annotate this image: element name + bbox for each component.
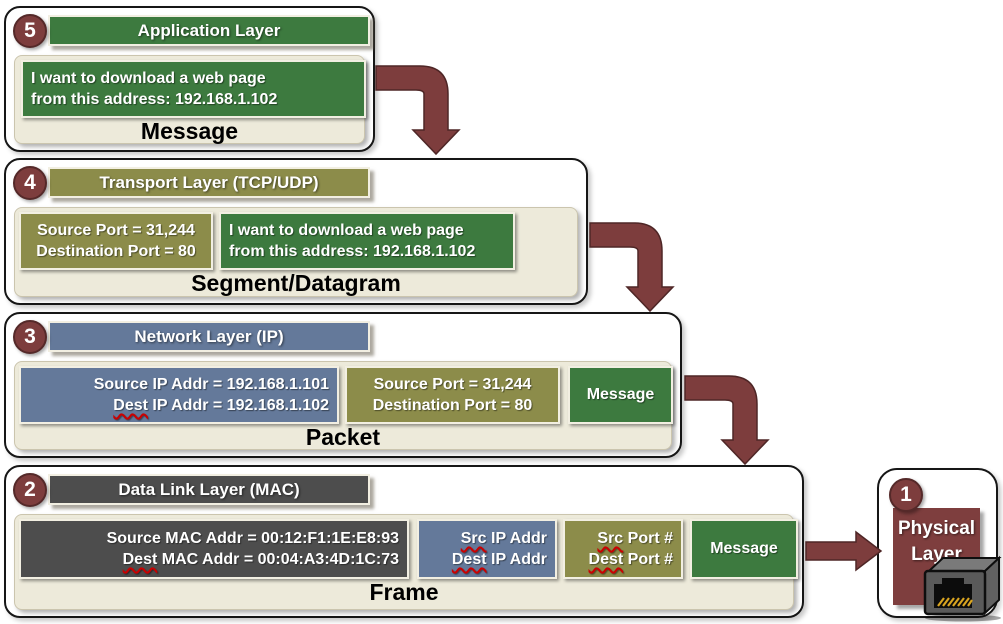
layer-number-badge-2: 2 xyxy=(13,473,47,507)
arrow-network-to-datalink xyxy=(684,375,770,466)
dest-word: Dest xyxy=(588,551,624,568)
physical-layer-box: 1 Physical Layer xyxy=(877,468,1002,622)
arrow-transport-to-network xyxy=(589,222,675,313)
datalink-pdu-row: Source MAC Addr = 00:12:F1:1E:E8:93 Dest… xyxy=(19,519,798,579)
destination-port-line: Destination Port = 80 xyxy=(36,243,196,260)
layer-number-badge-5: 5 xyxy=(13,14,47,48)
pdu-label-packet: Packet xyxy=(305,424,381,450)
message-line-1: I want to download a web page xyxy=(31,69,266,87)
application-layer-box: 5 Application Layer I want to download a… xyxy=(4,6,375,152)
transport-layer-box: 4 Transport Layer (TCP/UDP) Source Port … xyxy=(4,158,588,305)
pdu-label-segment: Segment/Datagram xyxy=(191,270,401,296)
message-line-2: from this address: 192.168.1.102 xyxy=(229,243,476,260)
transport-pdu-row: Source Port = 31,244 Destination Port = … xyxy=(19,212,573,270)
application-pdu-row: I want to download a web page from this … xyxy=(19,60,366,118)
src-word: Src xyxy=(597,529,624,547)
ip-addresses-box: Source IP Addr = 192.168.1.101 Dest IP A… xyxy=(19,366,339,424)
dest-mac-rest: MAC Addr = 00:04:A3:4D:1C:73 xyxy=(157,551,399,568)
network-layer-box: 3 Network Layer (IP) Source IP Addr = 19… xyxy=(4,312,682,458)
network-layer-header: Network Layer (IP) xyxy=(48,321,370,352)
dest-port-line: Dest Port # xyxy=(573,549,673,570)
src-port-line: Src Port # xyxy=(573,528,673,549)
transport-layer-panel: Source Port = 31,244 Destination Port = … xyxy=(14,207,578,297)
dest-word: Dest xyxy=(451,551,487,568)
message-data-box: I want to download a web page from this … xyxy=(21,60,366,118)
datalink-layer-panel: Source MAC Addr = 00:12:F1:1E:E8:93 Dest… xyxy=(14,514,798,610)
rj45-jack-icon xyxy=(923,555,1002,622)
dest-ip-rest: IP Addr xyxy=(486,551,547,568)
message-data-box: Message xyxy=(690,519,798,579)
message-line-1: I want to download a web page xyxy=(229,221,464,239)
layer-number-badge-4: 4 xyxy=(13,166,47,200)
tcp-ports-box: Source Port = 31,244 Destination Port = … xyxy=(345,366,560,424)
application-layer-panel: I want to download a web page from this … xyxy=(14,55,366,144)
network-pdu-row: Source IP Addr = 192.168.1.101 Dest IP A… xyxy=(19,366,673,424)
pdu-label-message: Message xyxy=(140,118,239,144)
message-word: Message xyxy=(586,386,655,404)
source-ip-line: Source IP Addr = 192.168.1.101 xyxy=(93,375,329,393)
arrow-datalink-to-physical xyxy=(805,530,883,572)
dest-ip-line: Dest IP Addr = 192.168.1.102 xyxy=(29,395,329,416)
physical-word: Physical xyxy=(897,518,976,539)
dest-ip-rest: IP Addr = 192.168.1.102 xyxy=(147,397,329,414)
datalink-layer-box: 2 Data Link Layer (MAC) Source MAC Addr … xyxy=(4,465,804,618)
destination-port-line: Destination Port = 80 xyxy=(372,397,533,414)
source-port-line: Source Port = 31,244 xyxy=(37,221,195,239)
src-port-rest: Port # xyxy=(623,529,673,547)
datalink-layer-header: Data Link Layer (MAC) xyxy=(48,474,370,505)
message-data-box: I want to download a web page from this … xyxy=(219,212,515,270)
src-ip-line: Src IP Addr xyxy=(427,528,547,549)
layer-number-badge-3: 3 xyxy=(13,320,47,354)
ip-addresses-box: Src IP Addr Dest IP Addr xyxy=(417,519,557,579)
dest-word: Dest xyxy=(113,397,148,414)
source-mac-line: Source MAC Addr = 00:12:F1:1E:E8:93 xyxy=(106,529,399,547)
source-port-line: Source Port = 31,244 xyxy=(373,375,532,393)
dest-port-rest: Port # xyxy=(623,551,673,568)
dest-ip-line: Dest IP Addr xyxy=(427,549,547,570)
application-layer-header: Application Layer xyxy=(48,15,370,46)
dest-word: Dest xyxy=(122,551,158,568)
message-line-2: from this address: 192.168.1.102 xyxy=(31,91,278,108)
message-data-box: Message xyxy=(568,366,673,424)
dest-mac-line: Dest MAC Addr = 00:04:A3:4D:1C:73 xyxy=(29,549,399,570)
src-word: Src xyxy=(460,529,487,547)
arrow-app-to-transport xyxy=(375,65,461,156)
mac-addresses-box: Source MAC Addr = 00:12:F1:1E:E8:93 Dest… xyxy=(19,519,409,579)
src-ip-rest: IP Addr xyxy=(486,529,547,547)
pdu-label-frame: Frame xyxy=(369,579,439,605)
transport-layer-header: Transport Layer (TCP/UDP) xyxy=(48,167,370,198)
ports-box: Src Port # Dest Port # xyxy=(563,519,683,579)
layer-number-badge-1: 1 xyxy=(889,478,923,512)
network-layer-panel: Source IP Addr = 192.168.1.101 Dest IP A… xyxy=(14,361,673,450)
message-word: Message xyxy=(710,540,778,558)
tcp-ports-box: Source Port = 31,244 Destination Port = … xyxy=(19,212,213,270)
